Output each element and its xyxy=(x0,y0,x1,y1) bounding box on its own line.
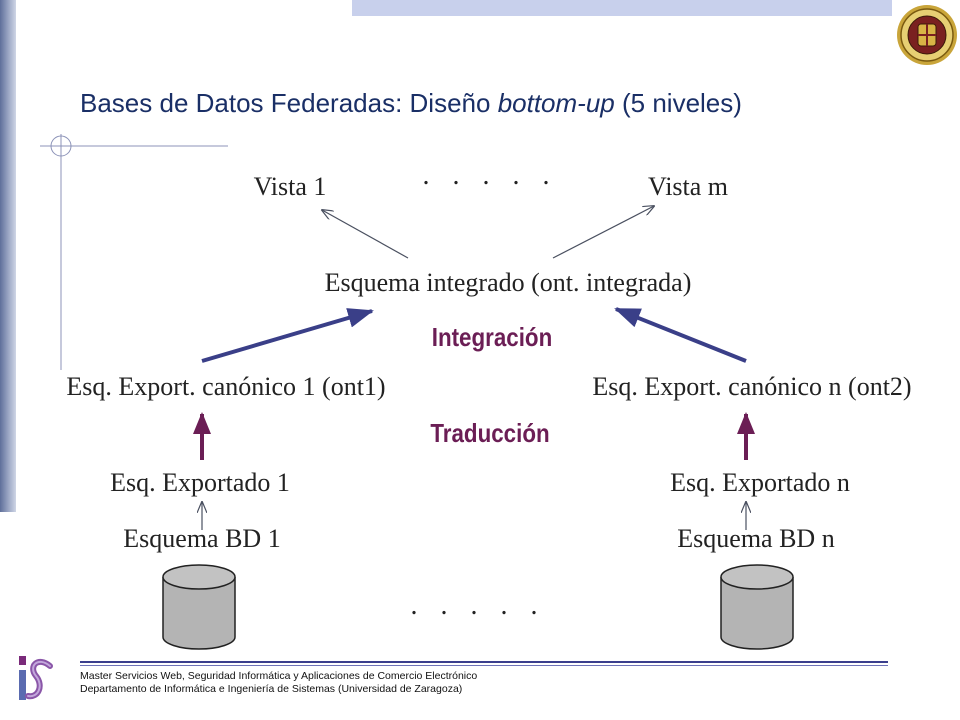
arrow-to-vista-1 xyxy=(322,210,409,259)
university-seal-icon xyxy=(897,5,957,65)
ellipsis-views: . . . . . xyxy=(422,160,558,191)
crosshair-decoration xyxy=(40,134,228,370)
title-italic-text: bottom-up xyxy=(497,88,615,118)
page-title: Bases de Datos Federadas: Diseño bottom-… xyxy=(80,88,940,119)
node-canonical-1: Esq. Export. canónico 1 (ont1) xyxy=(66,372,386,401)
node-vista-1: Vista 1 xyxy=(253,172,327,201)
title-text: Bases de Datos Federadas: Diseño xyxy=(80,88,498,118)
footer-line-2: Departamento de Informática e Ingeniería… xyxy=(80,683,463,695)
title-suffix-text: (5 niveles) xyxy=(614,88,742,118)
footer-divider-thin xyxy=(80,665,888,666)
label-translation: Traducción xyxy=(430,418,550,448)
left-accent-bar xyxy=(0,0,16,512)
node-exported-1: Esq. Exportado 1 xyxy=(110,468,290,497)
node-exported-n: Esq. Exportado n xyxy=(670,468,850,497)
node-db-schema-n: Esquema BD n xyxy=(677,524,835,553)
footer-text: Master Servicios Web, Seguridad Informát… xyxy=(80,670,477,696)
node-canonical-n: Esq. Export. canónico n (ont2) xyxy=(592,372,912,401)
top-accent-band xyxy=(352,0,892,16)
integration-arrow-left xyxy=(201,308,374,363)
node-db-schema-1: Esquema BD 1 xyxy=(123,524,281,553)
label-integration: Integración xyxy=(431,322,553,352)
database-cylinder-icon xyxy=(162,564,236,650)
footer-line-1: Master Servicios Web, Seguridad Informát… xyxy=(80,670,478,682)
database-cylinder-icon xyxy=(720,564,794,650)
iis-logo-icon xyxy=(19,656,53,700)
node-integrated-schema: Esquema integrado (ont. integrada) xyxy=(324,268,692,297)
ellipsis-databases: . . . . . xyxy=(410,590,546,621)
arrow-to-vista-m xyxy=(552,206,654,259)
footer-divider xyxy=(80,661,888,663)
integration-arrow-right xyxy=(614,307,747,363)
node-vista-m: Vista m xyxy=(647,172,729,201)
